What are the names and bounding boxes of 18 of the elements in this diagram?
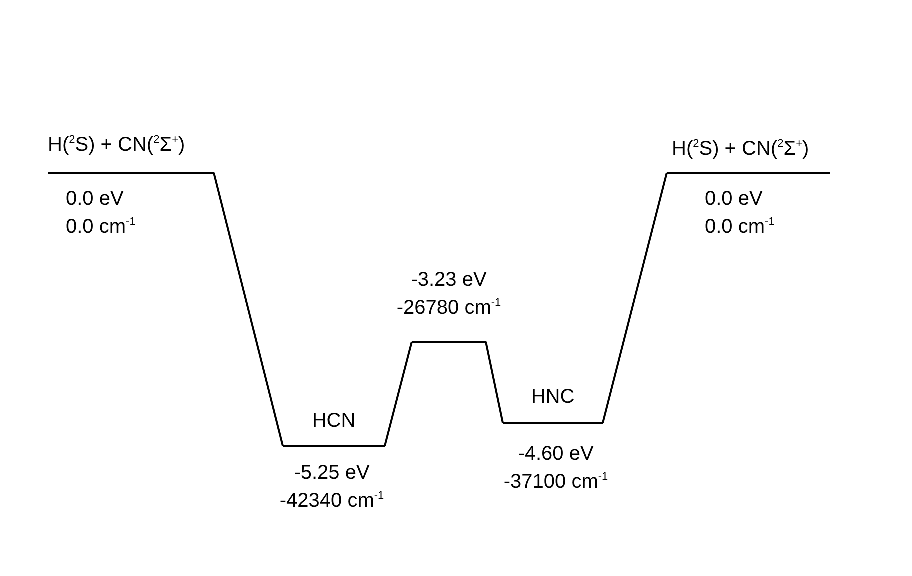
connector-line (485, 342, 504, 424)
connector-line (213, 172, 284, 446)
level-name: HNC (531, 385, 575, 409)
energy-value: 0.0 cm$^{-1}$ (66, 215, 136, 239)
energy-value: 0.0 eV (705, 187, 763, 211)
connector-line (602, 172, 668, 424)
energy-value: 0.0 cm$^{-1}$ (705, 215, 775, 239)
energy-value: -26780 cm$^{-1}$ (396, 296, 502, 320)
energy-value: -5.25 eV (294, 461, 370, 485)
energy-value: -37100 cm$^{-1}$ (504, 470, 608, 494)
level-name: H($^{2}$S) + CN($^{2}$Σ$^{+}$) (48, 133, 186, 157)
energy-value: -3.23 eV (411, 268, 487, 292)
energy-value: 0.0 eV (66, 187, 124, 211)
energy-value: -4.60 eV (518, 442, 594, 466)
connector-line (384, 342, 413, 446)
energy-value: -42340 cm$^{-1}$ (280, 489, 384, 513)
level-name: HCN (312, 409, 356, 433)
level-name: H($^{2}$S) + CN($^{2}$Σ$^{+}$) (672, 137, 810, 161)
